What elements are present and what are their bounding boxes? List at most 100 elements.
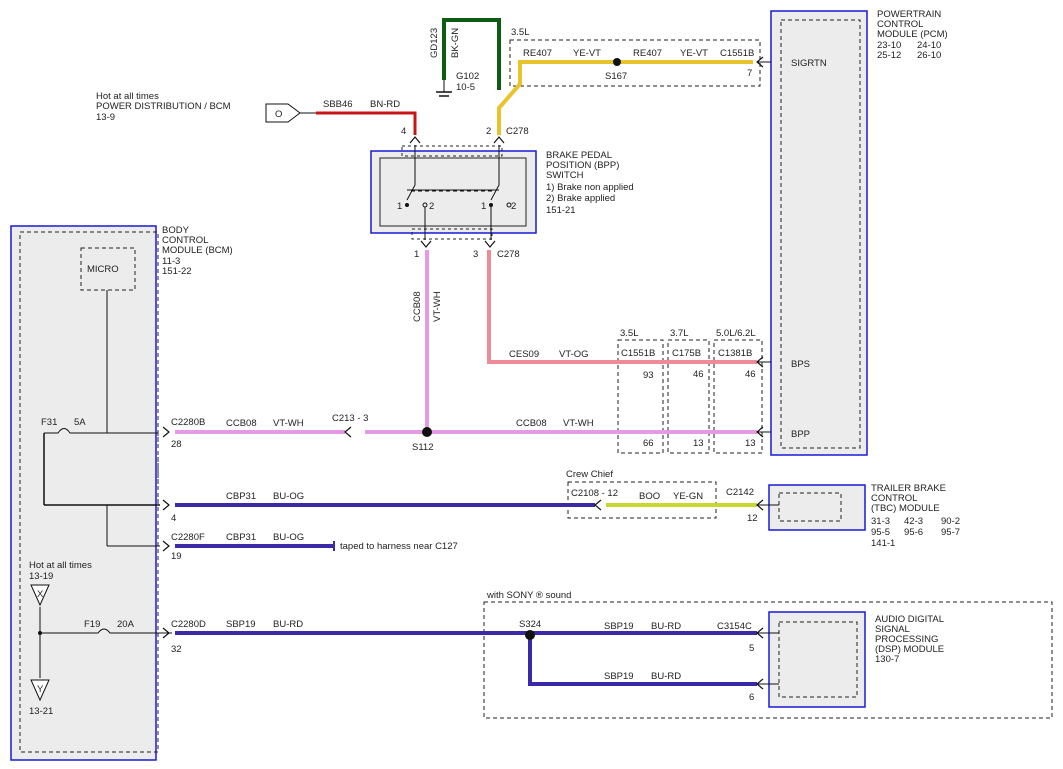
- bpp-title-3: SWITCH: [546, 170, 584, 181]
- f31-label: F31: [41, 417, 57, 428]
- dsp-inner-dashed: [778, 621, 858, 698]
- power-line-2: POWER DISTRIBUTION / BCM: [96, 101, 231, 112]
- burd-label: BU-RD: [651, 671, 681, 682]
- cbp31-label: CBP31: [226, 532, 256, 543]
- tbc-ref: 141-1: [871, 538, 895, 549]
- chevron-icon: [162, 426, 170, 438]
- burd-label: BU-RD: [651, 621, 681, 632]
- bpp-contact-2b: [506, 202, 512, 208]
- power-line-3: 13-9: [96, 112, 115, 123]
- pcm-ref: 23-10: [877, 40, 901, 51]
- bpp-note-3: 151-21: [546, 205, 576, 216]
- bcm-title-1: BODY: [162, 225, 190, 236]
- pin-12: 12: [747, 513, 758, 524]
- taped-label: taped to harness near C127: [340, 541, 458, 552]
- sony-label: with SONY ® sound: [486, 590, 571, 601]
- chevron-icon: [420, 240, 432, 248]
- pin4-label: 4: [401, 126, 406, 137]
- f19-label: F19: [84, 619, 100, 630]
- tbc-ref: 95-7: [941, 527, 960, 538]
- c2280d-label: C2280D: [171, 619, 206, 630]
- bpp-contact-label: 1: [481, 201, 486, 212]
- ref-1319: 13-19: [29, 571, 53, 582]
- pin-6: 6: [749, 692, 754, 703]
- c1551b-top-label: C1551B: [720, 48, 754, 59]
- bpp-title-2: POSITION (BPP): [546, 160, 619, 171]
- vtwh-label: VT-WH: [563, 418, 594, 429]
- pcm-title-2: CONTROL: [877, 19, 923, 30]
- g102-label: G102: [456, 71, 479, 82]
- pcm-ref: 24-10: [917, 40, 941, 51]
- power-terminal-label: O: [275, 109, 282, 120]
- bpp-note-2: 2) Brake applied: [546, 193, 615, 204]
- c213-label: C213 - 3: [332, 413, 368, 424]
- vtwh-label: VT-WH: [273, 418, 304, 429]
- tbc-inner-dashed: [778, 492, 842, 522]
- pin-93: 93: [643, 370, 654, 381]
- tbc-ref: 31-3: [871, 516, 890, 527]
- f31-amp-label: 5A: [74, 417, 86, 428]
- tbc-ref: 95-5: [871, 527, 890, 538]
- f19-splice-dot: [38, 631, 42, 635]
- sony-option-box: [483, 601, 1053, 719]
- chevron-icon: [162, 499, 170, 511]
- col-35-box: [617, 339, 664, 454]
- c1381b-label: C1381B: [718, 348, 752, 359]
- c175b-label: C175B: [672, 348, 701, 359]
- pcm-ref: 26-10: [917, 50, 941, 61]
- c278-bottom-label: C278: [497, 249, 520, 260]
- tbc-ref: 90-2: [941, 516, 960, 527]
- pin2-label: 2: [486, 126, 491, 137]
- yegn-label: YE-GN: [673, 491, 703, 502]
- tbc-ref: 42-3: [904, 516, 923, 527]
- chevron-icon: [409, 136, 421, 144]
- engine-35-label: 3.5L: [511, 27, 530, 38]
- s324-label: S324: [519, 619, 541, 630]
- micro-label: MICRO: [87, 264, 119, 275]
- power-terminal: [265, 103, 301, 123]
- vtwh-vertical-label: VT-WH: [432, 291, 443, 322]
- buog-label: BU-OG: [273, 491, 304, 502]
- bcm-ref: 151-22: [162, 266, 192, 277]
- chevron-icon: [162, 627, 170, 639]
- dsp-title-1: AUDIO DIGITAL: [875, 614, 944, 625]
- bnrd-label: BN-RD: [370, 99, 400, 110]
- pin-13: 13: [693, 438, 704, 449]
- boo-label: BOO: [639, 491, 660, 502]
- dsp-title-4: (DSP) MODULE: [875, 644, 944, 655]
- x-terminal-icon: [30, 584, 50, 607]
- bpp-conn-top: [401, 145, 503, 157]
- f19-fuse-symbol: [40, 628, 172, 634]
- dsp-title-5: 130-7: [875, 654, 899, 665]
- col-35-label: 3.5L: [620, 328, 639, 339]
- pin-5: 5: [749, 643, 754, 654]
- tbc-title-3: (TBC) MODULE: [871, 503, 940, 514]
- s112-label: S112: [412, 442, 433, 453]
- re407-label: RE407: [523, 48, 552, 59]
- gd123-label: GD123: [429, 28, 440, 58]
- yevt-label: YE-VT: [573, 48, 601, 59]
- sbp19-wire-branch: [528, 633, 757, 686]
- chevron-icon: [594, 499, 602, 511]
- s324-splice: [525, 630, 535, 640]
- buog-label: BU-OG: [273, 532, 304, 543]
- col-50-label: 5.0L/6.2L: [716, 328, 756, 339]
- pin7-label: 7: [747, 68, 752, 79]
- chevron-icon: [344, 426, 352, 438]
- vtog-label: VT-OG: [559, 349, 589, 360]
- bcm-ref: 11-3: [162, 256, 180, 267]
- pcm-pin-sigrtn: SIGRTN: [791, 58, 827, 69]
- c2108-label: C2108 - 12: [571, 488, 618, 499]
- bpp-switch-box: [370, 150, 537, 234]
- c278-top-label: C278: [506, 126, 529, 137]
- pcm-pin-bps: BPS: [791, 359, 810, 370]
- crew-chief-box: [567, 481, 717, 519]
- chevron-icon: [484, 240, 496, 248]
- tbc-ref: 95-6: [904, 527, 923, 538]
- c1551b-label: C1551B: [621, 348, 655, 359]
- bpp-conn-bottom: [411, 228, 493, 240]
- ccb08-label: CCB08: [516, 418, 547, 429]
- bpp-note-1: 1) Brake non applied: [546, 182, 634, 193]
